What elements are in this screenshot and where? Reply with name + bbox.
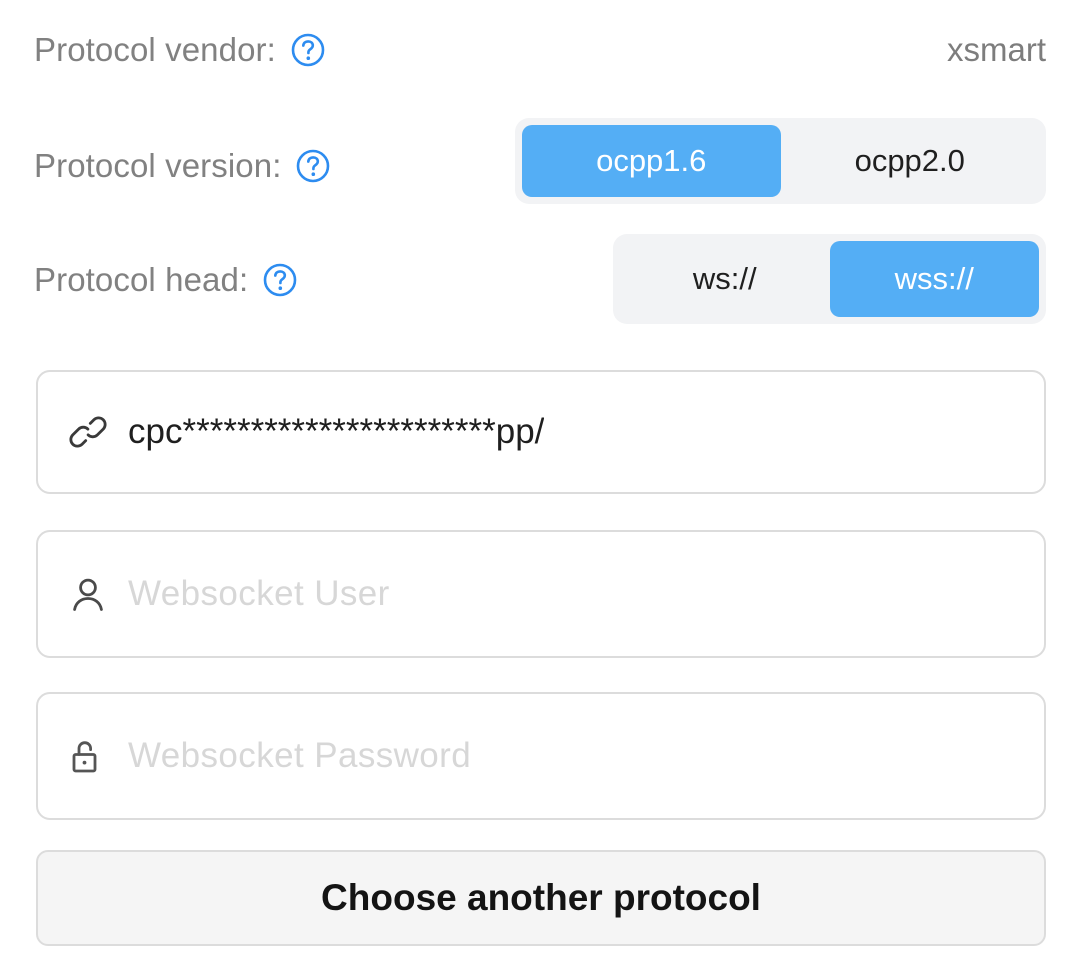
link-icon <box>66 410 110 454</box>
protocol-version-segmented-control[interactable]: ocpp1.6 ocpp2.0 <box>515 118 1046 204</box>
protocol-head-label: Protocol head: <box>34 261 249 298</box>
segment-ocpp1-6[interactable]: ocpp1.6 <box>522 125 781 197</box>
help-circle-icon-head[interactable] <box>262 262 298 298</box>
protocol-version-label-group: Protocol version: <box>0 147 331 185</box>
websocket-password-field[interactable]: Websocket Password <box>36 692 1046 820</box>
segment-wss[interactable]: wss:// <box>829 241 1039 317</box>
protocol-version-row: Protocol version: <box>0 138 1080 194</box>
segment-ws[interactable]: ws:// <box>692 261 757 296</box>
websocket-url-value: cpc***********************pp/ <box>128 412 545 451</box>
websocket-password-placeholder: Websocket Password <box>128 736 472 775</box>
protocol-head-row: Protocol head: <box>0 252 1080 308</box>
unlocked-padlock-icon <box>66 734 110 778</box>
protocol-vendor-value: xsmart <box>947 31 1046 68</box>
choose-another-protocol-button[interactable]: Choose another protocol <box>36 850 1046 946</box>
websocket-user-placeholder: Websocket User <box>128 574 390 613</box>
user-icon <box>66 572 110 616</box>
websocket-url-field[interactable]: cpc***********************pp/ <box>36 370 1046 494</box>
protocol-head-segmented-control[interactable]: ws:// wss:// <box>613 234 1046 324</box>
websocket-user-field[interactable]: Websocket User <box>36 530 1046 658</box>
help-circle-icon-vendor[interactable] <box>290 32 326 68</box>
protocol-vendor-row: Protocol vendor: xsmart <box>0 22 1080 78</box>
protocol-vendor-label: Protocol vendor: <box>34 31 276 68</box>
help-circle-icon-version[interactable] <box>295 148 331 184</box>
protocol-version-label: Protocol version: <box>34 147 282 184</box>
segment-ocpp2-0[interactable]: ocpp2.0 <box>854 143 965 178</box>
protocol-head-label-group: Protocol head: <box>0 261 298 299</box>
protocol-vendor-label-group: Protocol vendor: <box>0 31 326 69</box>
